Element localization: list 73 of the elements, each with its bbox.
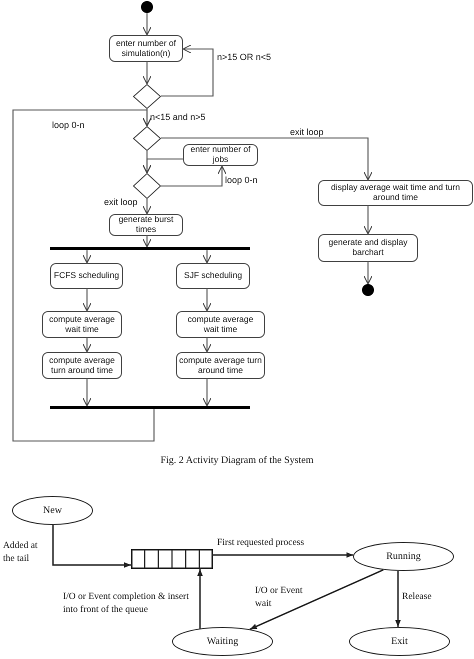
activity-dot [362,284,374,296]
edge-label: First requested process [217,537,304,550]
edge-label: I/O or Event completion & insert into front of the queue [63,591,190,617]
arrow [82,289,92,312]
edge-label: exit loop [104,197,138,208]
state-ellipse [349,627,450,656]
arrow [52,525,131,568]
arrow [142,62,152,84]
state-label: New [43,505,62,516]
state-label: Exit [391,636,408,647]
edge-label: n<15 and n>5 [150,112,206,123]
edge-label: I/O or Event wait [255,585,304,611]
arrow [82,379,92,406]
arrow [213,552,354,558]
state-label: Waiting [206,636,238,647]
arrow [161,166,226,187]
action-label: enter number of jobs [189,145,252,165]
activity-dot [141,1,153,13]
action-label: compute average wait time [186,314,254,334]
arrow [12,109,155,442]
arrow [82,338,92,352]
action-box [109,35,183,62]
state-ellipse [12,496,93,525]
arrow [142,236,152,248]
arrow [161,44,214,97]
action-box [176,311,265,338]
action-box [318,234,418,262]
state-ellipse [172,627,273,656]
state-label: Running [386,551,421,562]
arrow [142,158,183,174]
action-label: compute average turn around time [179,356,262,376]
arrow [364,262,372,284]
edge-label: Release [402,591,432,604]
action-box [176,263,250,289]
action-label: display average wait time and turn around time [330,183,461,203]
arrow [202,250,212,264]
arrow [202,338,212,352]
action-label: enter number of simulation(n) [114,38,177,58]
figure-caption: Fig. 2 Activity Diagram of the System [159,455,315,466]
arrow [161,137,372,180]
action-box [183,144,258,166]
edge-label: Added at the tail [3,540,39,566]
action-label: FCFS scheduling [54,271,120,281]
action-label: compute average wait time [48,314,116,334]
arrow [364,206,372,234]
arrow [142,199,152,214]
action-box [42,352,122,379]
arrow [82,250,92,264]
action-box [50,263,123,289]
action-label: generate and display barchart [328,238,408,258]
action-box [42,311,122,338]
decision-diamond [133,126,161,151]
arrow [202,289,212,312]
action-box [109,214,183,236]
edge-label: exit loop [290,127,324,138]
sync-bar [50,247,250,250]
arrow [395,570,401,627]
edge-label: loop 0-n [52,120,85,131]
arrow [250,569,384,630]
state-ellipse [353,542,454,571]
action-label: generate burst times [118,215,174,235]
edge-label: n>15 OR n<5 [217,52,272,63]
arrow [202,379,212,406]
action-label: SJF scheduling [184,271,242,281]
decision-diamond [133,84,161,109]
queue-drawing [131,549,213,569]
decision-diamond [133,173,161,199]
action-label: compute average turn around time [48,356,116,376]
sync-bar [50,406,250,409]
edge-label: loop 0-n [225,175,258,186]
arrow [197,569,203,629]
action-box [318,180,473,206]
arrow [142,13,152,36]
